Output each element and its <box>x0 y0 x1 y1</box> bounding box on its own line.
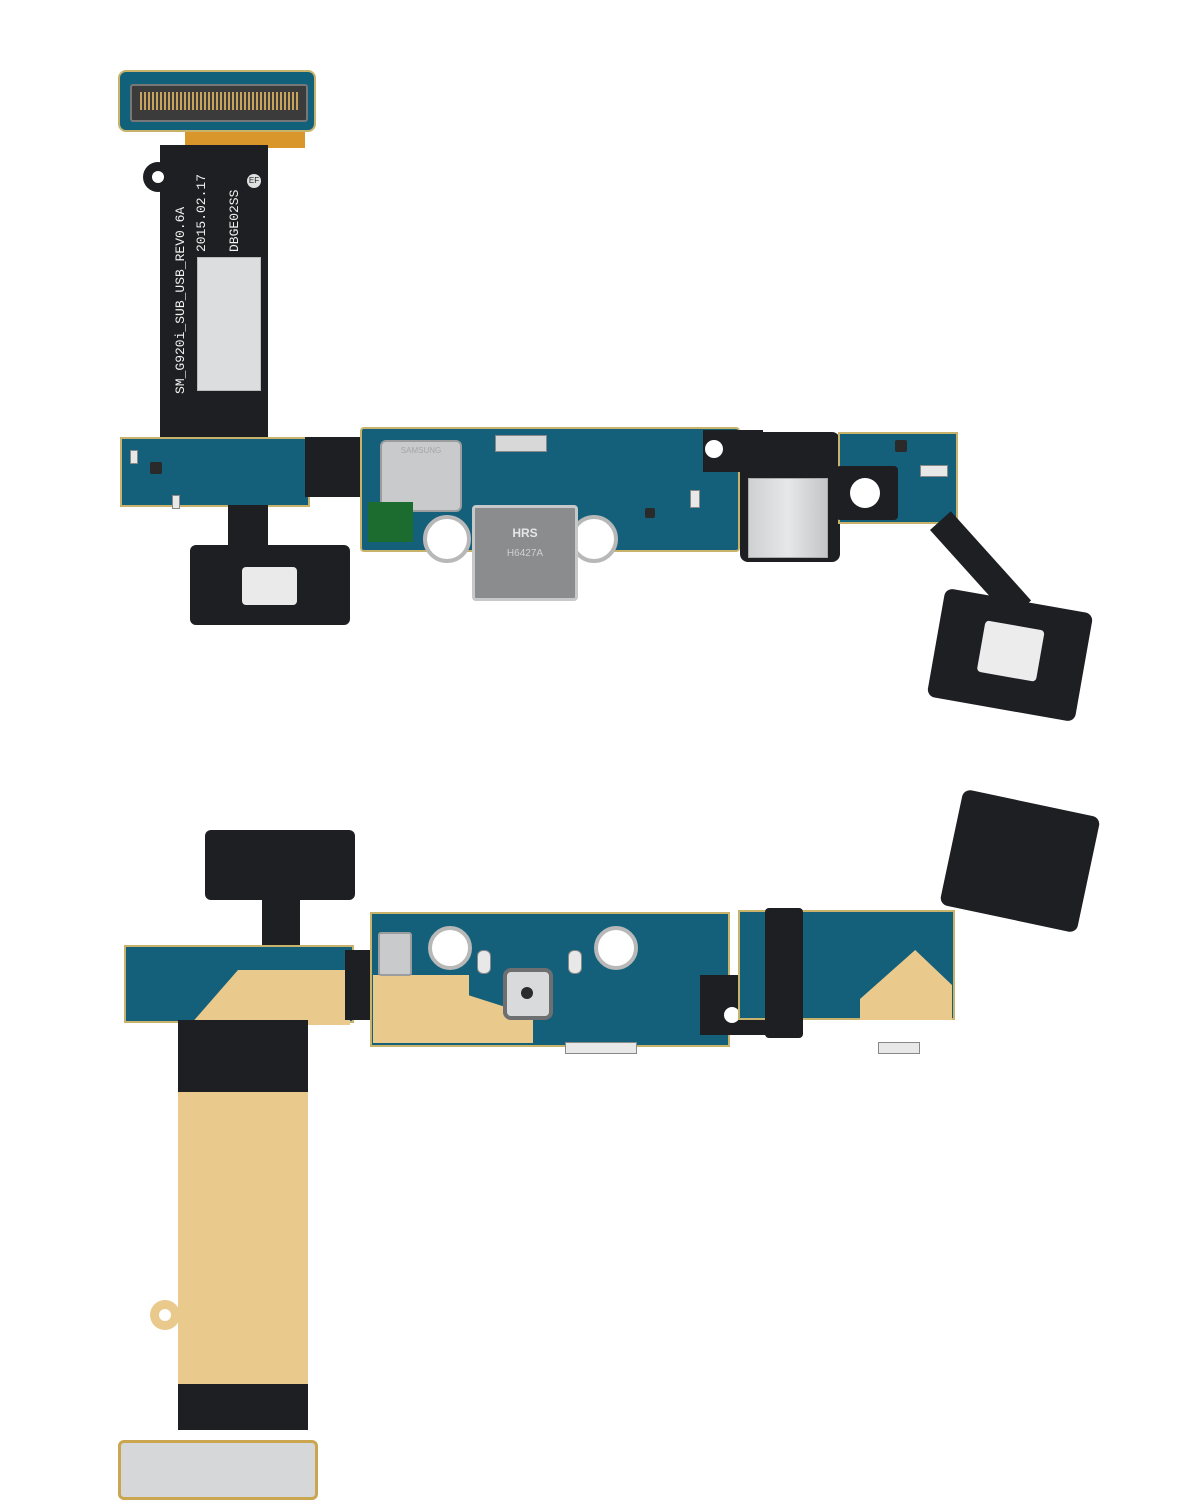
sensor-bracket <box>836 466 898 520</box>
mic-mesh-right <box>926 587 1094 723</box>
rear-right-contact <box>878 1042 920 1054</box>
flex-trace-section <box>185 132 305 148</box>
left-smd-2 <box>172 495 180 509</box>
rear-connector-stiffener <box>118 1440 318 1500</box>
rf-shield: SAMSUNG <box>380 440 462 512</box>
flex-label-line3: DBGE02SS <box>227 189 242 252</box>
left-pcb-component <box>150 462 162 474</box>
left-pcb <box>120 437 310 507</box>
flex-label-line1: SM_G920i_SUB_USB_REV0.6A <box>173 206 188 394</box>
screw-hole-right <box>570 515 618 563</box>
right-smd <box>920 465 948 477</box>
usb-brand: HRS <box>512 526 538 540</box>
left-smd-1 <box>130 450 138 464</box>
top-assembly: SM_G920i_SUB_USB_REV0.6A 2015.02.17 DBGE… <box>118 70 1094 723</box>
rear-ear <box>150 1300 180 1330</box>
rear-long-stiffener <box>178 1092 308 1384</box>
bottom-assembly <box>0 780 1200 1500</box>
shield-marking: SAMSUNG <box>400 446 442 455</box>
rear-hole-left <box>428 926 472 970</box>
rear-audio-jack[interactable] <box>765 908 803 1038</box>
right-ic <box>895 440 907 452</box>
rear-pad-1 <box>477 950 491 974</box>
smd-b <box>690 490 700 508</box>
usb-port[interactable]: HRS H6427A <box>472 505 578 601</box>
audio-jack-shield[interactable] <box>748 478 828 558</box>
mic-flex <box>228 505 268 550</box>
smd-a <box>495 435 547 452</box>
white-label <box>197 257 261 391</box>
audio-bracket <box>703 430 763 472</box>
center-flex-link <box>305 437 365 497</box>
flex-label-badge: EF <box>247 174 261 188</box>
rear-mesh-left <box>205 830 355 900</box>
mount-ear <box>143 162 173 192</box>
flex-label-line2: 2015.02.17 <box>194 173 209 252</box>
rear-mic <box>378 932 412 976</box>
usb-code: H6427A <box>506 548 544 559</box>
board-connector <box>130 84 308 122</box>
rear-contact-strip <box>565 1042 637 1054</box>
green-sticker <box>368 502 413 542</box>
home-key-switch[interactable] <box>503 968 553 1020</box>
ic-chip <box>645 508 655 518</box>
rear-pad-2 <box>568 950 582 974</box>
mic-mesh-left <box>190 545 350 625</box>
rear-hole-right <box>594 926 638 970</box>
rear-mesh-right <box>939 788 1101 934</box>
screw-hole-left <box>423 515 471 563</box>
